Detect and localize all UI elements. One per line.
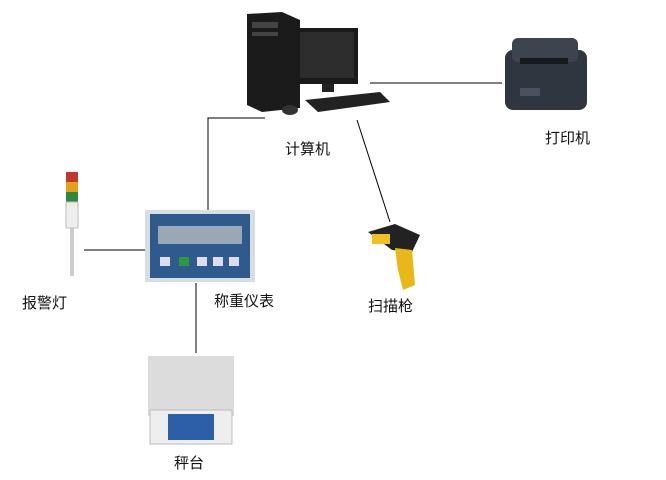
label-computer: 计算机 xyxy=(285,140,331,158)
label-alarm-light: 报警灯 xyxy=(22,294,68,312)
computer-icon xyxy=(247,12,390,115)
platform-scale-icon xyxy=(148,356,234,445)
label-weighing-indicator: 称重仪表 xyxy=(214,292,275,310)
printer-icon xyxy=(505,38,587,110)
line-computer-scanner xyxy=(356,119,391,223)
label-printer: 打印机 xyxy=(545,129,591,147)
label-scanner: 扫描枪 xyxy=(368,297,414,315)
weighing-indicator-icon xyxy=(145,210,255,282)
scanner-icon xyxy=(368,224,420,290)
connector-lines xyxy=(84,82,502,353)
alarm-light-icon xyxy=(65,172,79,276)
label-platform-scale: 秤台 xyxy=(174,454,205,472)
line-computer-indicator xyxy=(207,117,265,212)
